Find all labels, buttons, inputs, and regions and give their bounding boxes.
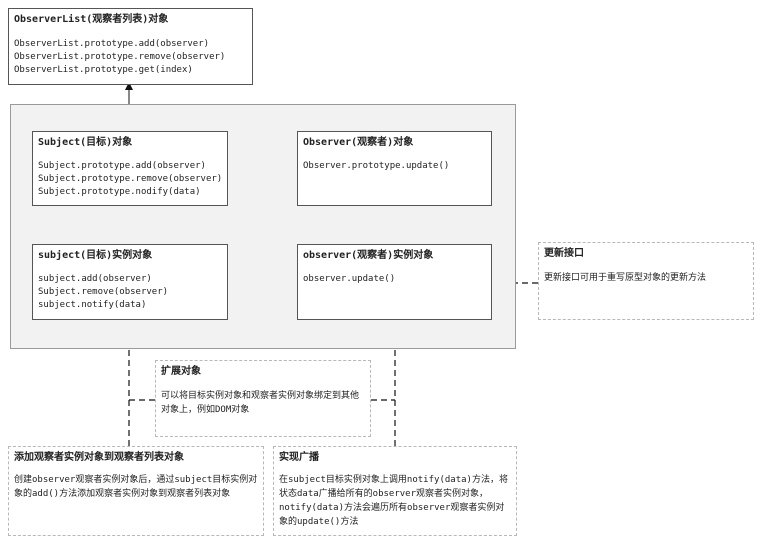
subject-instance-box: subject(目标)实例对象 subject.add(observer) Su… [32, 244, 228, 320]
observer-proto-method: Observer.prototype.update() [303, 161, 450, 171]
observer-proto-title: Observer(观察者)对象 [303, 137, 414, 148]
note-broadcast-text: 在subject目标实例对象上调用notify(data)方法，将状态data广… [279, 475, 508, 527]
subject-instance-method: subject.notify(data) [38, 300, 147, 310]
note-add-observer: 添加观察者实例对象到观察者列表对象 创建observer观察者实例对象后，通过s… [8, 446, 264, 536]
subject-proto-method: Subject.prototype.add(observer) [38, 161, 206, 171]
note-extend-object: 扩展对象 可以将目标实例对象和观察者实例对象绑定到其他对象上，例如DOM对象 [155, 360, 371, 437]
note-add-text: 创建observer观察者实例对象后，通过subject目标实例对象的add()… [14, 475, 258, 499]
note-update-interface: 更新接口 更新接口可用于重写原型对象的更新方法 [538, 242, 754, 320]
observer-list-box: ObserverList(观察者列表)对象 ObserverList.proto… [8, 8, 253, 85]
note-extend-text: 可以将目标实例对象和观察者实例对象绑定到其他对象上，例如DOM对象 [161, 391, 360, 415]
subject-instance-method: subject.add(observer) [38, 274, 152, 284]
subject-proto-box: Subject(目标)对象 Subject.prototype.add(obse… [32, 131, 228, 206]
observer-instance-title: observer(观察者)实例对象 [303, 250, 434, 261]
observer-list-method: ObserverList.prototype.add(observer) [14, 39, 210, 49]
subject-proto-method: Subject.prototype.nodify(data) [38, 187, 201, 197]
note-update-text: 更新接口可用于重写原型对象的更新方法 [544, 273, 707, 283]
note-broadcast: 实现广播 在subject目标实例对象上调用notify(data)方法，将状态… [273, 446, 517, 536]
subject-proto-title: Subject(目标)对象 [38, 137, 133, 148]
observer-instance-box: observer(观察者)实例对象 observer.update() [297, 244, 492, 320]
subject-instance-title: subject(目标)实例对象 [38, 250, 153, 261]
observer-list-title: ObserverList(观察者列表)对象 [14, 14, 169, 25]
note-broadcast-title: 实现广播 [279, 452, 319, 463]
observer-proto-box: Observer(观察者)对象 Observer.prototype.updat… [297, 131, 492, 206]
subject-instance-method: Subject.remove(observer) [38, 287, 169, 297]
note-add-title: 添加观察者实例对象到观察者列表对象 [14, 452, 184, 463]
note-update-title: 更新接口 [544, 248, 584, 259]
observer-list-method: ObserverList.prototype.remove(observer) [14, 52, 226, 62]
observer-list-method: ObserverList.prototype.get(index) [14, 65, 193, 75]
subject-proto-method: Subject.prototype.remove(observer) [38, 174, 223, 184]
observer-instance-method: observer.update() [303, 274, 396, 284]
note-extend-title: 扩展对象 [161, 366, 201, 377]
